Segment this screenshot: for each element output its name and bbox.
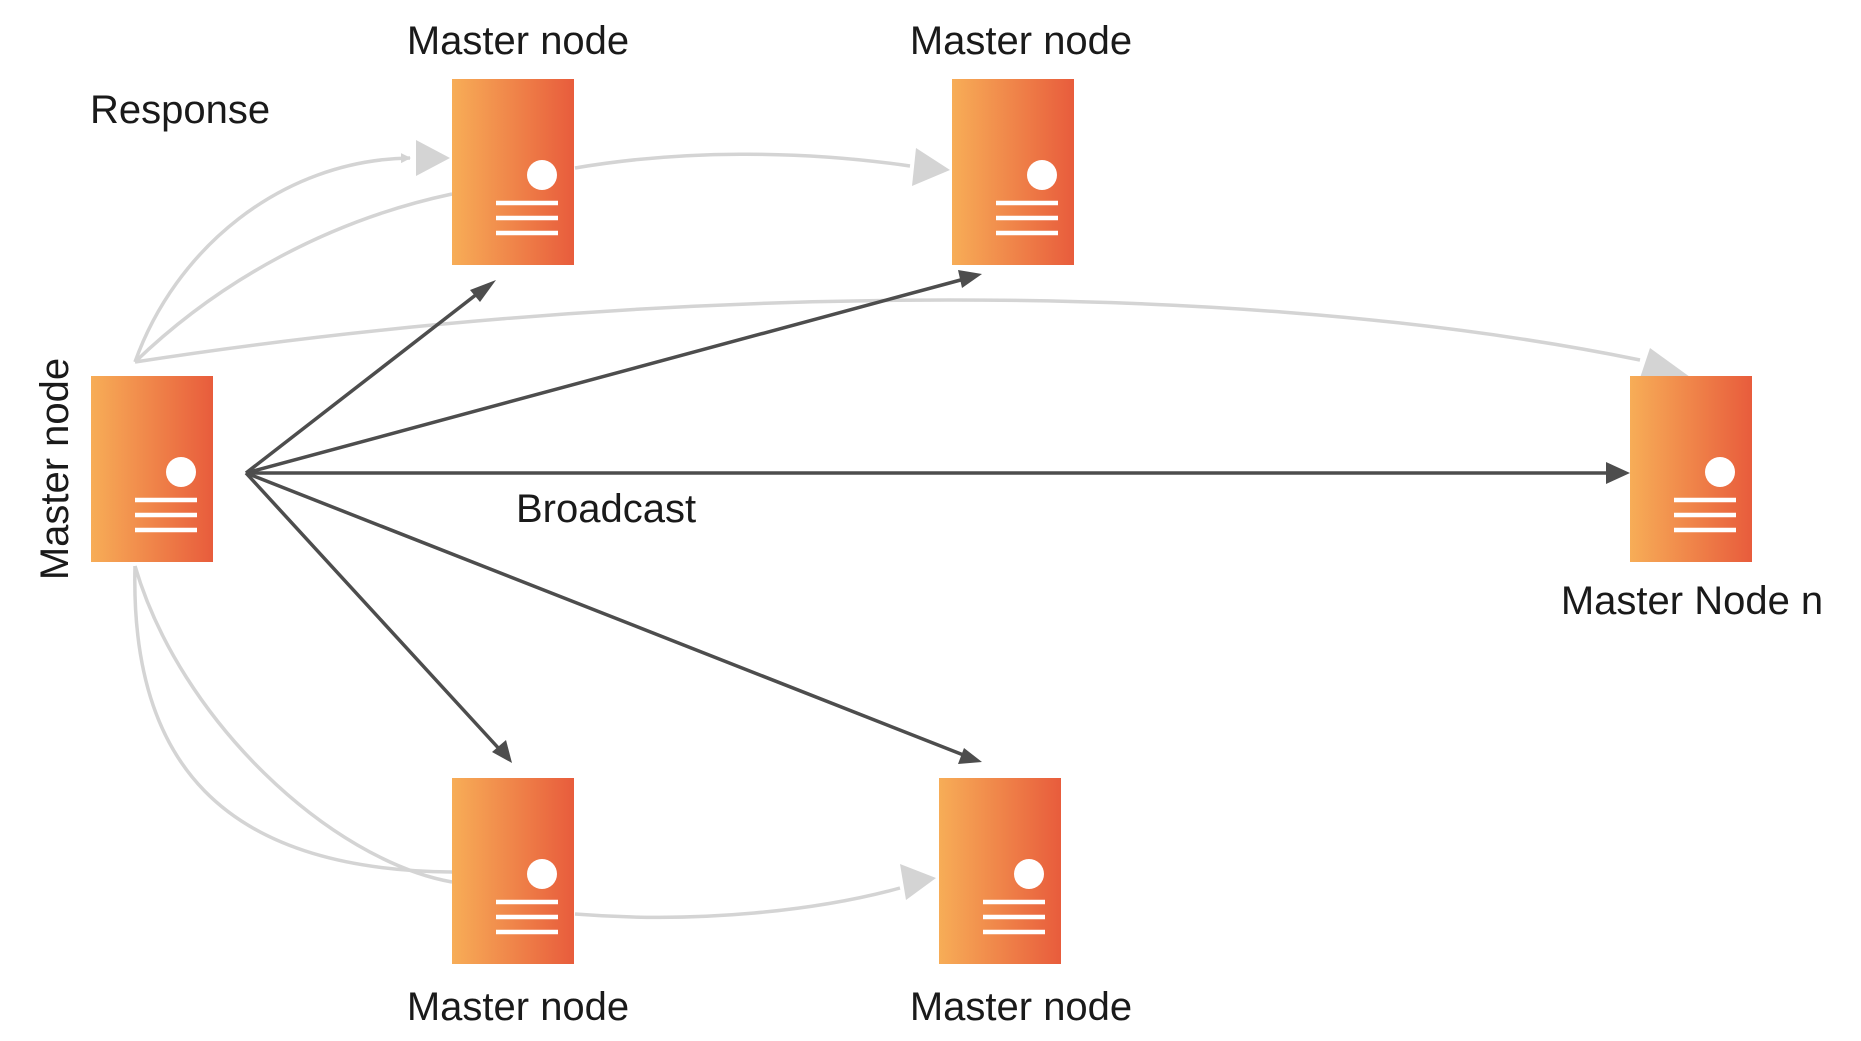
server-left bbox=[91, 376, 213, 562]
broadcast-arrow-to-bottom2 bbox=[245, 471, 967, 758]
server-top-2 bbox=[952, 79, 1074, 265]
server-icon bbox=[452, 79, 574, 265]
server-bottom-1 bbox=[452, 778, 574, 964]
broadcast-arrowhead-right bbox=[1606, 462, 1630, 484]
broadcast-arrowhead-bottom2 bbox=[958, 748, 982, 764]
node-label-top-2: Master node bbox=[910, 19, 1132, 63]
broadcast-arrowhead-top1 bbox=[470, 280, 496, 302]
server-icon bbox=[1630, 376, 1752, 562]
response-arrow-bottom-outer bbox=[133, 565, 453, 874]
response-arrowhead-top2 bbox=[912, 148, 950, 186]
response-arrowhead-top1 bbox=[416, 140, 450, 176]
response-arrow-bottom1-to-bottom2 bbox=[574, 886, 901, 920]
node-label-bottom-1: Master node bbox=[407, 985, 629, 1029]
response-arrowhead-right bbox=[1640, 348, 1690, 378]
server-icon bbox=[952, 79, 1074, 265]
server-right bbox=[1630, 376, 1752, 562]
broadcast-arrowhead-bottom1 bbox=[492, 740, 512, 763]
node-label-right: Master Node n bbox=[1561, 579, 1823, 623]
broadcast-arrowhead-top2 bbox=[958, 270, 982, 288]
server-icon bbox=[91, 376, 213, 562]
node-label-top-1: Master node bbox=[407, 19, 629, 63]
broadcast-arrow-to-top1 bbox=[244, 285, 488, 475]
broadcast-arrows bbox=[244, 270, 1630, 764]
response-arrow-top1-upper bbox=[133, 153, 411, 363]
response-arrows bbox=[133, 140, 1690, 920]
response-arrow-top1-to-top2 bbox=[574, 152, 911, 170]
response-arrow-bottom-inner bbox=[133, 565, 453, 884]
server-icon bbox=[452, 778, 574, 964]
broadcast-label: Broadcast bbox=[516, 487, 696, 531]
node-label-bottom-2: Master node bbox=[910, 985, 1132, 1029]
response-arrow-top1-lower bbox=[133, 192, 453, 364]
server-icon bbox=[939, 778, 1061, 964]
server-bottom-2 bbox=[939, 778, 1061, 964]
response-arrow-to-right bbox=[134, 298, 1641, 364]
broadcast-arrow-to-bottom1 bbox=[244, 471, 504, 754]
response-arrowhead-bottom2 bbox=[900, 864, 936, 900]
server-top-1 bbox=[452, 79, 574, 265]
broadcast-arrow-to-top2 bbox=[245, 276, 969, 475]
node-label-left: Master node bbox=[33, 358, 77, 580]
response-label: Response bbox=[90, 88, 270, 132]
